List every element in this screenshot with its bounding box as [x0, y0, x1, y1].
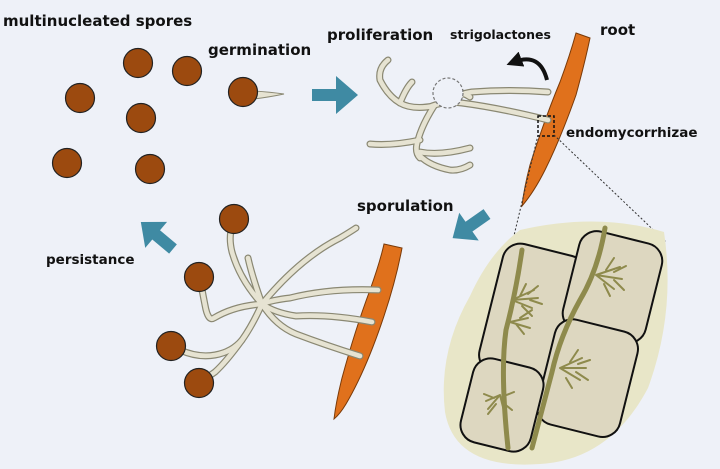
arbuscule	[509, 283, 543, 335]
arbuscule	[559, 349, 591, 389]
label-endomycorrhizae: endomycorrhizae	[566, 125, 698, 141]
spore	[122, 47, 154, 79]
plant-cell	[536, 318, 639, 438]
arrow-germination-to-proliferation	[312, 76, 358, 114]
new-spore	[183, 261, 215, 293]
free-spores	[51, 47, 203, 185]
label-proliferation: proliferation	[327, 26, 434, 44]
proliferating-hyphae	[366, 56, 552, 174]
spore	[51, 147, 83, 179]
curved-arrow-icon	[506, 51, 549, 81]
label-persistance: persistance	[46, 252, 135, 268]
spore	[171, 55, 203, 87]
intraradical-hyphae	[500, 225, 608, 451]
spore	[64, 82, 96, 114]
spore	[227, 76, 259, 108]
germinating-spore	[227, 76, 285, 108]
label-multinucleated-spores: multinucleated spores	[3, 12, 193, 30]
new-spore	[218, 203, 250, 235]
zoom-connector	[553, 134, 667, 243]
new-spore	[155, 330, 187, 362]
root-lower	[333, 243, 403, 421]
spore	[125, 102, 157, 134]
zoom-region-box	[537, 115, 555, 137]
label-germination: germination	[208, 41, 312, 59]
germinated-spore-wall	[432, 77, 464, 109]
arbuscule	[483, 391, 515, 415]
arrow-to-persistance	[140, 221, 177, 254]
endomycorrhizae-inset	[443, 221, 668, 465]
sporulating-hyphae	[155, 203, 382, 399]
root-upper	[521, 32, 591, 208]
label-strigolactones: strigolactones	[450, 27, 551, 42]
arrow-to-sporulation	[452, 209, 491, 241]
germ-tube	[253, 90, 285, 100]
zoom-connector	[511, 134, 539, 245]
new-spore	[183, 367, 215, 399]
label-root: root	[600, 21, 636, 39]
spore	[134, 153, 166, 185]
label-sporulation: sporulation	[357, 197, 454, 215]
arbuscule	[595, 257, 627, 297]
